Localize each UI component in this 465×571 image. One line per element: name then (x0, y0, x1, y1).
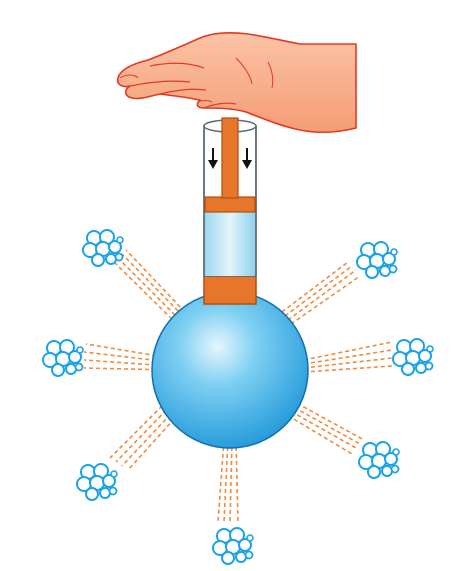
water-droplet-cluster-icon (43, 340, 83, 376)
water-droplet-cluster-icon (393, 339, 433, 375)
jet-upper-left (114, 250, 185, 324)
hand-icon (118, 33, 356, 132)
jet-right (304, 342, 392, 372)
water-droplet-cluster-icon (213, 528, 253, 564)
water-droplet-cluster-icon (77, 464, 117, 500)
jet-bottom (218, 440, 238, 522)
water-sphere (152, 292, 308, 448)
neck-collar (204, 276, 256, 304)
water-droplet-cluster-icon (83, 230, 123, 266)
water-droplet-cluster-icon (357, 242, 397, 278)
water-droplet-cluster-icon (359, 442, 399, 478)
jet-upper-right (282, 262, 360, 324)
